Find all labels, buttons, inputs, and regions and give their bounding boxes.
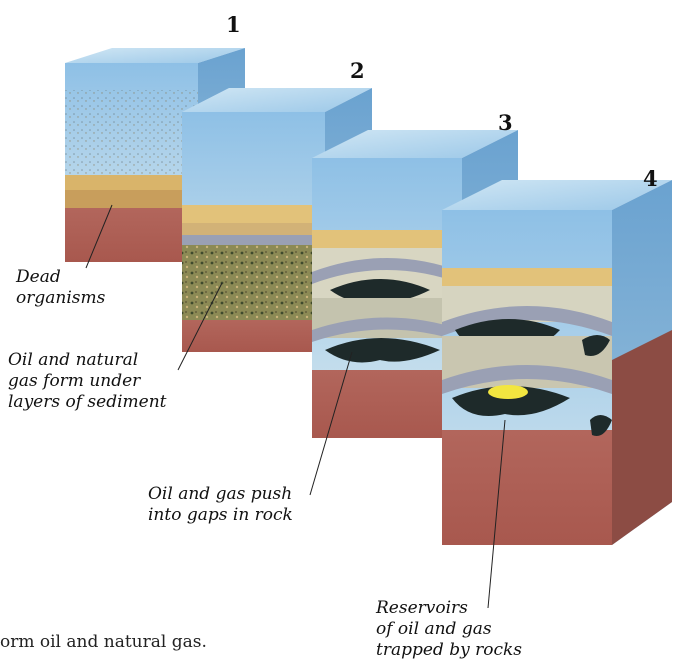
label-line: Reservoirs — [376, 598, 468, 618]
leader-lines — [85, 204, 506, 609]
label-line: of oil and gas — [376, 619, 492, 639]
leader-line-dead-organisms — [85, 204, 113, 269]
leader-line-oil-gas-push — [309, 351, 353, 496]
label-reservoirs: Reservoirs of oil and gas trapped by roc… — [376, 598, 522, 661]
stage-number-1: 1 — [226, 12, 241, 37]
label-oil-gas-push: Oil and gas push into gaps in rock — [148, 484, 293, 526]
label-dead-organisms: Dead organisms — [16, 267, 105, 309]
label-line: Oil and gas push — [148, 484, 293, 504]
label-line: organisms — [16, 288, 106, 308]
leader-line-oil-gas-form — [177, 282, 223, 371]
leader-line-reservoirs — [487, 419, 506, 609]
stage-number-2: 2 — [350, 58, 365, 83]
label-oil-gas-form: Oil and natural gas form under layers of… — [8, 350, 167, 413]
stage-number-4: 4 — [643, 166, 658, 191]
label-line: Oil and natural — [8, 350, 139, 370]
stage-number-3: 3 — [498, 110, 513, 135]
label-line: layers of sediment — [8, 392, 167, 412]
label-line: into gaps in rock — [148, 505, 293, 525]
block-4 — [442, 180, 672, 545]
caption-text: orm oil and natural gas. — [0, 632, 207, 652]
label-line: gas form under — [8, 371, 141, 391]
label-line: Dead — [16, 267, 61, 287]
label-line: trapped by rocks — [376, 640, 523, 660]
